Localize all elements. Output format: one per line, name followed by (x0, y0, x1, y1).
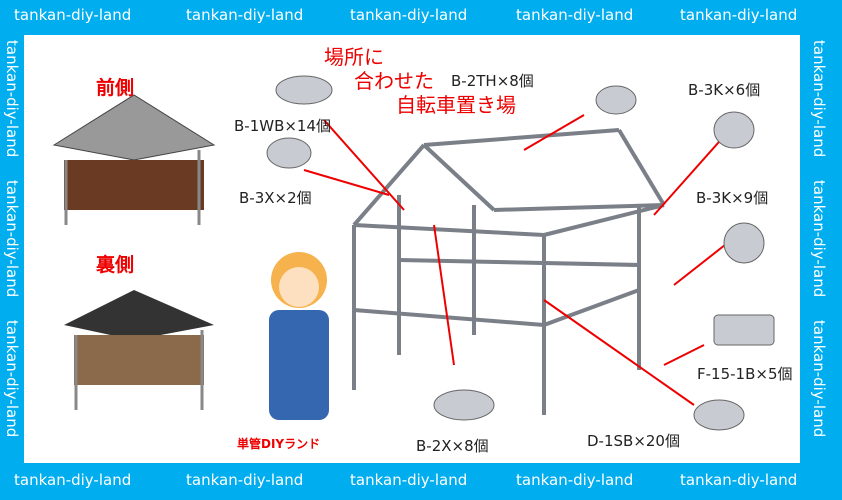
watermark-text: tankan-diy-land (350, 6, 468, 24)
watermark-text: tankan-diy-land (14, 471, 132, 489)
frame-pipes (352, 128, 666, 415)
watermark-text: tankan-diy-land (516, 6, 634, 24)
watermark-text: tankan-diy-land (680, 471, 798, 489)
watermark-text: tankan-diy-land (516, 471, 634, 489)
part-label: D-1SB×20個 (587, 432, 680, 450)
diagram-panel: 場所に 合わせた 自転車置き場 前側 裏側 単管DIYランド B-1WB×14個… (24, 35, 800, 463)
watermark-text: tankan-diy-land (350, 471, 468, 489)
watermark-text: tankan-diy-land (3, 180, 21, 298)
back-view-label: 裏側 (96, 254, 135, 276)
back-view-shed-icon (64, 290, 214, 410)
front-view-shed-icon (52, 94, 216, 225)
part-label: F-15-1B×5個 (697, 365, 793, 383)
worker-character-icon (269, 252, 329, 420)
watermark-text: tankan-diy-land (3, 40, 21, 158)
pipe-frame-illustration (52, 75, 775, 431)
watermark-text: tankan-diy-land (810, 320, 828, 438)
character-logo-text: 単管DIYランド (237, 437, 321, 451)
headline-line-2: 合わせた (354, 69, 434, 93)
watermark-text: tankan-diy-land (14, 6, 132, 24)
headline-line-1: 場所に (324, 45, 384, 69)
part-label: B-3X×2個 (239, 189, 312, 207)
part-label: B-1WB×14個 (234, 117, 332, 135)
headline-line-3: 自転車置き場 (396, 93, 516, 117)
fitting-icons (266, 75, 775, 431)
part-label: B-3K×6個 (688, 81, 761, 99)
part-label: B-3K×9個 (696, 189, 769, 207)
watermark-text: tankan-diy-land (186, 471, 304, 489)
leader-lines (303, 114, 745, 406)
watermark-text: tankan-diy-land (810, 40, 828, 158)
part-label: B-2X×8個 (416, 437, 489, 455)
front-view-label: 前側 (96, 77, 135, 99)
watermark-text: tankan-diy-land (186, 6, 304, 24)
watermark-text: tankan-diy-land (810, 180, 828, 298)
watermark-text: tankan-diy-land (3, 320, 21, 438)
watermark-text: tankan-diy-land (680, 6, 798, 24)
part-label: B-2TH×8個 (451, 72, 534, 90)
